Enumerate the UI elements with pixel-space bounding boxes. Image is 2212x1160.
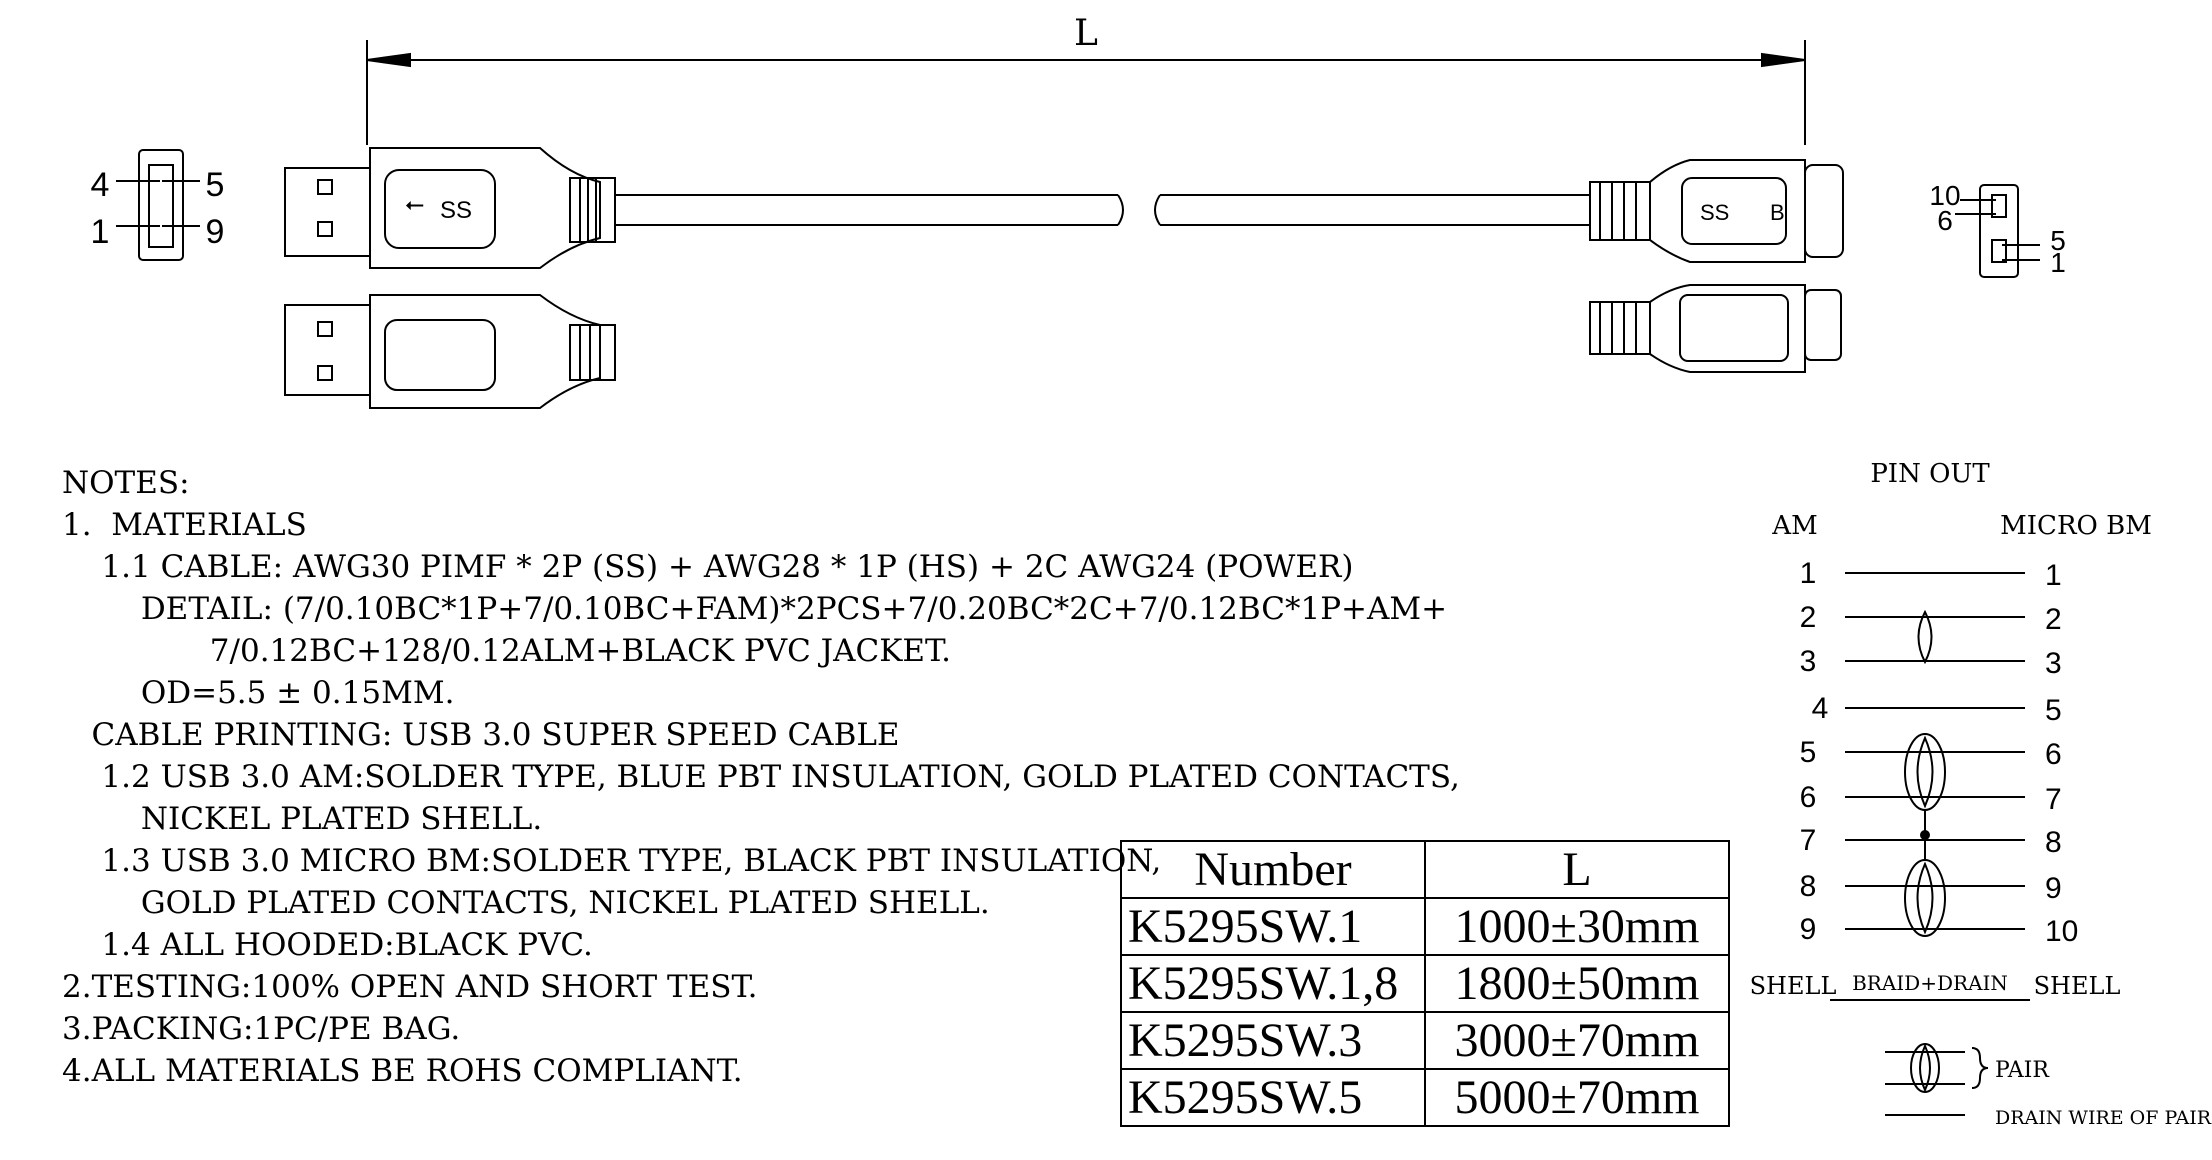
- note-line: 3.PACKING:1PC/PE BAG.: [62, 1011, 461, 1047]
- am-ss-mark: SS: [440, 197, 472, 224]
- part-number: K5295SW.3: [1120, 1011, 1426, 1070]
- shell-right: SHELL: [2034, 972, 2121, 1000]
- pinout-micro-header: MICRO BM: [2000, 511, 2152, 541]
- am-plug-side: [284, 294, 616, 409]
- shell-left: SHELL: [1750, 972, 1837, 1000]
- note-line: 1.4 ALL HOODED:BLACK PVC.: [62, 927, 593, 963]
- micro-face-view: [1955, 184, 2040, 278]
- length-value: 1800±50mm: [1424, 954, 1730, 1013]
- micro-pin-6: 6: [1937, 205, 1953, 236]
- pinout-am-pin: 2: [1800, 601, 1817, 634]
- header-length: L: [1424, 840, 1730, 899]
- micro-pin-5: 5: [2050, 225, 2066, 256]
- length-table: Number L K5295SW.1 1000±30mm K5295SW.1,8…: [1120, 840, 1730, 1127]
- length-value: 5000±70mm: [1424, 1068, 1730, 1127]
- notes-block: NOTES: 1. MATERIALS 1.1 CABLE: AWG30 PIM…: [62, 462, 1460, 1092]
- pinout-am-pin: 9: [1800, 913, 1817, 946]
- micro-ss-mark: SS: [1700, 200, 1729, 225]
- pinout-micro-pin: 6: [2045, 738, 2062, 771]
- part-number: K5295SW.5: [1120, 1068, 1426, 1127]
- part-number: K5295SW.1,8: [1120, 954, 1426, 1013]
- am-pin-4: 4: [91, 166, 110, 204]
- note-line: 1.3 USB 3.0 MICRO BM:SOLDER TYPE, BLACK …: [62, 843, 1162, 879]
- pinout-rows: 1 1 2 2 3 3 4 5 5 6 6 7 7 8 8 9 9 10: [1800, 557, 2079, 948]
- table-row: K5295SW.5 5000±70mm: [1120, 1068, 1730, 1127]
- cable-body: [615, 194, 1590, 226]
- am-pin-9: 9: [206, 213, 225, 251]
- micro-pin-1: 1: [2050, 247, 2066, 278]
- note-line: NICKEL PLATED SHELL.: [62, 801, 543, 837]
- header-number: Number: [1120, 840, 1426, 899]
- pinout-am-pin: 6: [1800, 781, 1817, 814]
- note-line: NOTES:: [62, 465, 190, 501]
- micro-plug-top: [1589, 159, 1844, 263]
- am-pin-5: 5: [206, 166, 225, 204]
- note-line: CABLE PRINTING: USB 3.0 SUPER SPEED CABL…: [62, 717, 900, 753]
- usb-icon: ⭠: [405, 191, 424, 218]
- note-line: OD=5.5 ± 0.15MM.: [62, 675, 455, 711]
- pinout-am-header: AM: [1771, 511, 1817, 541]
- table-row: K5295SW.1 1000±30mm: [1120, 897, 1730, 956]
- pinout-micro-pin: 8: [2045, 826, 2062, 859]
- am-face-view: [116, 149, 200, 261]
- table-row: K5295SW.3 3000±70mm: [1120, 1011, 1730, 1070]
- pinout-am-pin: 1: [1800, 557, 1817, 590]
- legend-symbols: [1885, 1043, 1989, 1116]
- am-pin-1: 1: [91, 213, 110, 251]
- part-number: K5295SW.1: [1120, 897, 1426, 956]
- pair-symbols: [1904, 609, 1946, 937]
- pinout-title: PIN OUT: [1870, 459, 1990, 489]
- pinout-micro-pin: 2: [2045, 603, 2062, 636]
- pinout-micro-pin: 3: [2045, 647, 2062, 680]
- shell-braid-drain: BRAID+DRAIN: [1852, 971, 2008, 995]
- note-line: DETAIL: (7/0.10BC*1P+7/0.10BC+FAM)*2PCS+…: [62, 591, 1448, 627]
- micro-plug-side: [1589, 284, 1842, 373]
- pinout-micro-pin: 1: [2045, 559, 2062, 592]
- length-value: 1000±30mm: [1424, 897, 1730, 956]
- legend-pair: PAIR: [1995, 1058, 2050, 1083]
- pinout-am-pin: 4: [1812, 692, 1829, 725]
- length-value: 3000±70mm: [1424, 1011, 1730, 1070]
- am-plug-top: [284, 147, 616, 269]
- note-line: 1. MATERIALS: [62, 507, 307, 543]
- table-header-row: Number L: [1120, 840, 1730, 899]
- note-line: 1.1 CABLE: AWG30 PIMF * 2P (SS) + AWG28 …: [62, 549, 1354, 585]
- micro-pin-10: 10: [1929, 180, 1960, 211]
- pinout-am-pin: 5: [1800, 736, 1817, 769]
- pinout-micro-pin: 7: [2045, 783, 2062, 816]
- note-line: 4.ALL MATERIALS BE ROHS COMPLIANT.: [62, 1053, 743, 1089]
- length-label: L: [1074, 13, 1098, 54]
- pinout-am-pin: 8: [1800, 870, 1817, 903]
- table-row: K5295SW.1,8 1800±50mm: [1120, 954, 1730, 1013]
- pinout-am-pin: 7: [1800, 824, 1817, 857]
- pinout-micro-pin: 9: [2045, 872, 2062, 905]
- legend-drain: DRAIN WIRE OF PAIR: [1995, 1107, 2212, 1129]
- pinout-am-pin: 3: [1800, 645, 1817, 678]
- dimension-line: [366, 40, 1806, 145]
- pinout-micro-pin: 5: [2045, 694, 2062, 727]
- note-line: GOLD PLATED CONTACTS, NICKEL PLATED SHEL…: [62, 885, 990, 921]
- pinout-micro-pin: 10: [2045, 915, 2078, 948]
- note-line: 1.2 USB 3.0 AM:SOLDER TYPE, BLUE PBT INS…: [62, 759, 1460, 795]
- note-line: 2.TESTING:100% OPEN AND SHORT TEST.: [62, 969, 758, 1005]
- note-line: 7/0.12BC+128/0.12ALM+BLACK PVC JACKET.: [62, 633, 951, 669]
- micro-b-mark: B: [1770, 200, 1785, 225]
